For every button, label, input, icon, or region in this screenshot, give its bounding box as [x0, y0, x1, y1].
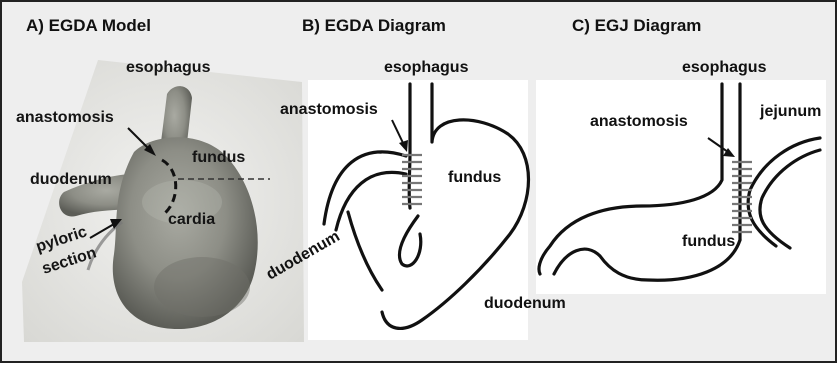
panel-a-esophagus-label: esophagus — [126, 59, 211, 76]
panel-b-title: B) EGDA Diagram — [302, 16, 446, 35]
panel-a: A) EGDA Model esophagus ana — [16, 16, 304, 342]
panel-c-esophagus-label: esophagus — [682, 59, 767, 76]
panel-c-jejunum-label: jejunum — [759, 103, 821, 120]
panel-b-esophagus-label: esophagus — [384, 59, 469, 76]
panel-c-anastomosis-label: anastomosis — [590, 113, 688, 130]
panel-b-anastomosis-label: anastomosis — [280, 101, 378, 118]
panel-a-title: A) EGDA Model — [26, 16, 151, 35]
panel-c: C) EGJ Diagram — [484, 16, 826, 312]
panel-a-duodenum-label: duodenum — [30, 171, 112, 188]
panel-a-fundus-label: fundus — [192, 149, 245, 166]
panel-c-duodenum-label: duodenum — [484, 295, 566, 312]
panel-c-title: C) EGJ Diagram — [572, 16, 701, 35]
panel-a-anastomosis-label: anastomosis — [16, 109, 114, 126]
panel-c-fundus-label: fundus — [682, 233, 735, 250]
panel-a-cardia-label: cardia — [168, 211, 215, 228]
panel-b-fundus-label: fundus — [448, 169, 501, 186]
